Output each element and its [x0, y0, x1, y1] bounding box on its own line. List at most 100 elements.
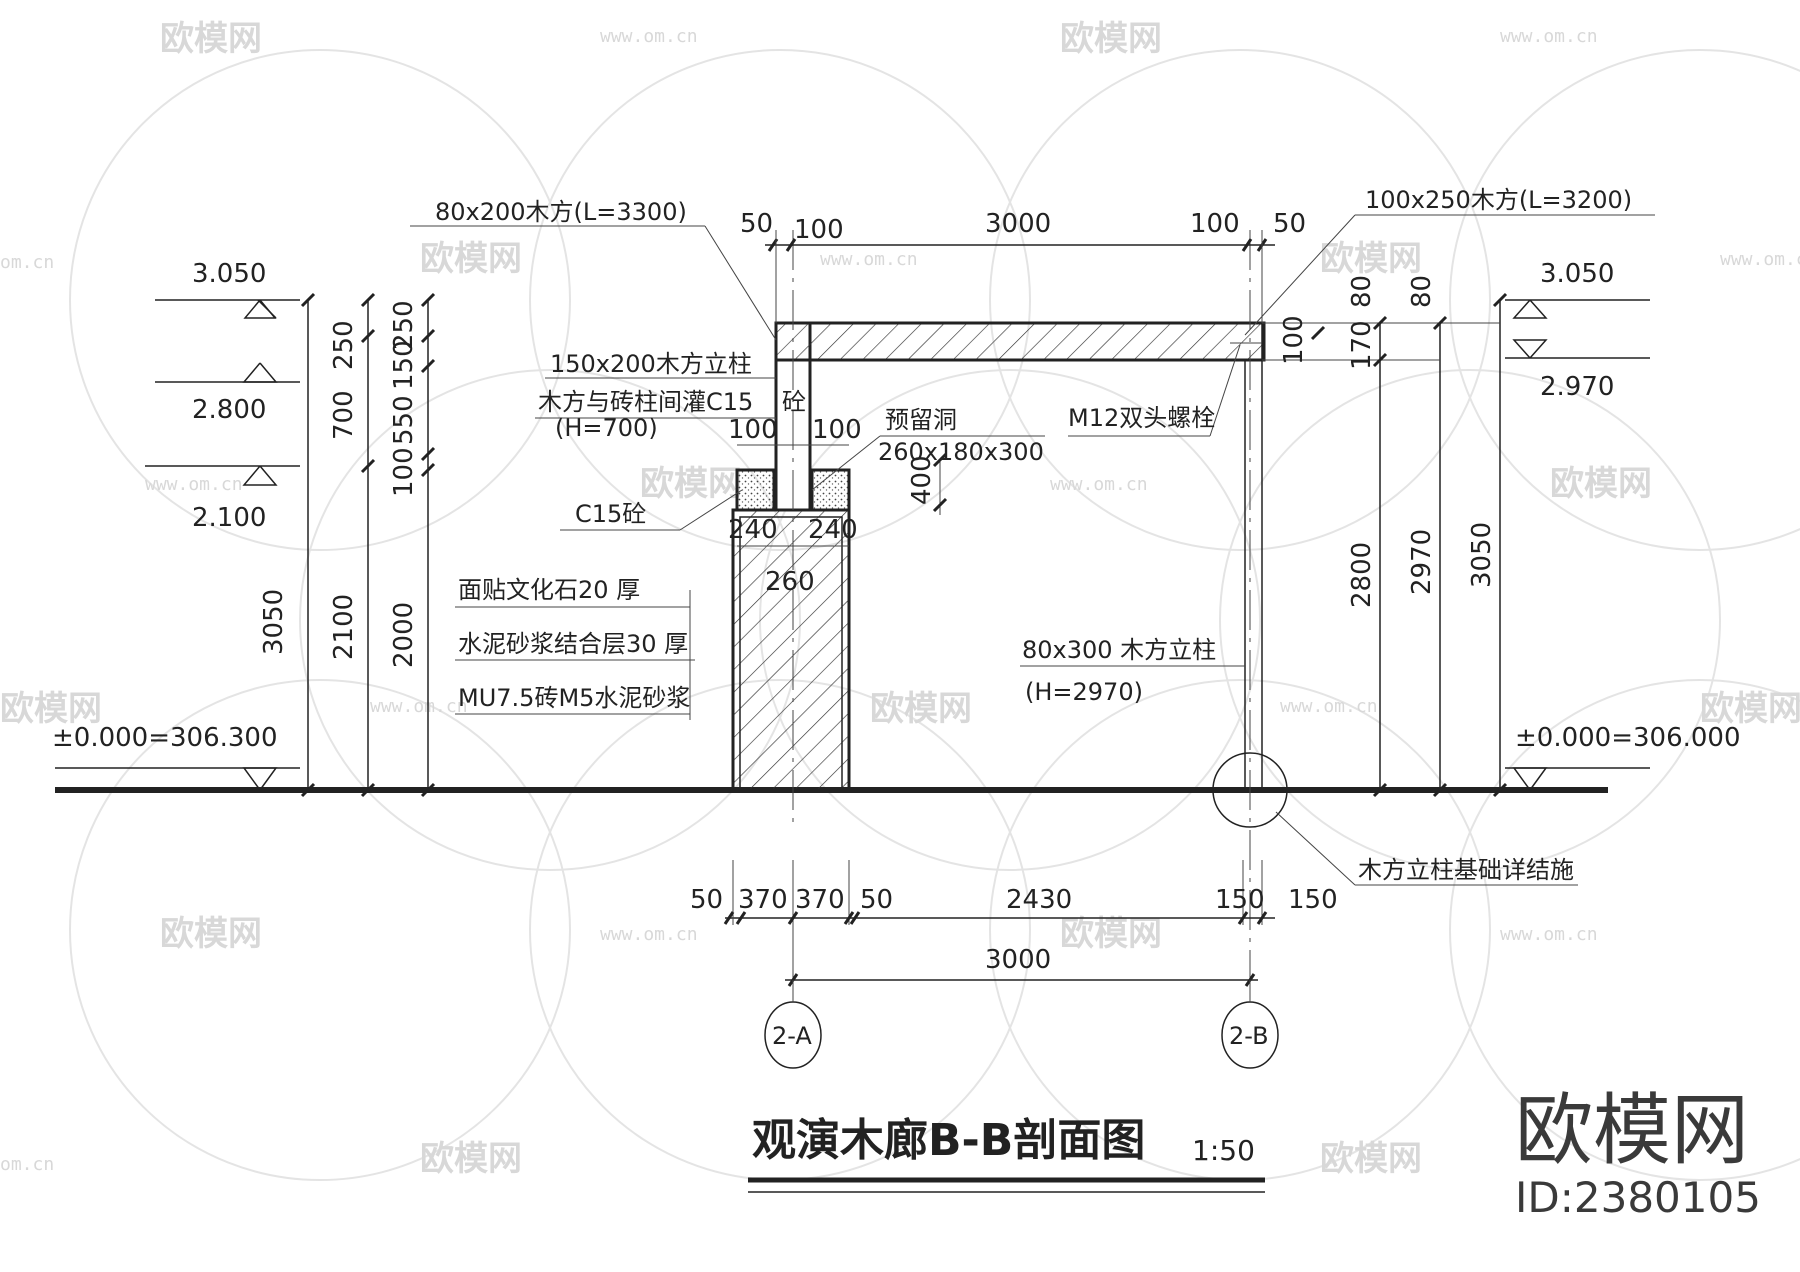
- axis-2a: 2-A: [772, 1022, 812, 1050]
- note-finish-3: MU7.5砖M5水泥砂浆: [458, 684, 690, 712]
- structure: [55, 230, 1608, 1000]
- wood-beam: [774, 321, 1266, 362]
- note-beam-left: 80x200木方(L=3300): [435, 198, 687, 226]
- drawing-scale: 1:50: [1192, 1134, 1255, 1167]
- watermark-url: www.om.cn: [370, 696, 468, 717]
- level-right-mid: 2.970: [1540, 372, 1614, 402]
- watermark-brand: 欧模网: [640, 464, 742, 504]
- watermark-url: www.om.cn: [1500, 924, 1598, 945]
- dim-inner-100b: 100: [812, 415, 862, 445]
- level-left-mid: 2.800: [192, 395, 266, 425]
- level-left-base: ±0.000=306.300: [52, 723, 278, 753]
- dim-left-3050: 3050: [259, 589, 289, 655]
- watermark-brand: 欧模网: [870, 689, 972, 729]
- dim-top-2: 3000: [985, 209, 1051, 239]
- dim-left-2100: 2100: [329, 594, 359, 660]
- brand-id: ID:2380105: [1515, 1173, 1761, 1222]
- c15-block-right: [810, 468, 851, 512]
- dim-top-1: 100: [794, 215, 844, 245]
- dim-left-250b: 250: [389, 300, 419, 350]
- dim-bottom-4: 2430: [1006, 885, 1072, 915]
- dim-left-550: 550: [389, 395, 419, 445]
- note-beam-right: 100x250木方(L=3200): [1365, 186, 1632, 214]
- dim-left-100: 100: [389, 447, 419, 497]
- watermark-url: www.om.cn: [820, 249, 918, 270]
- dim-right-2800: 2800: [1347, 542, 1377, 608]
- foundation-detail-circle: [1212, 752, 1288, 828]
- level-right-base: ±0.000=306.000: [1515, 723, 1741, 753]
- brand-name: 欧模网: [1515, 1086, 1749, 1176]
- dim-left-700: 700: [329, 390, 359, 440]
- watermark-brand: 欧模网: [0, 689, 102, 729]
- watermark-brand: 欧模网: [1060, 914, 1162, 954]
- note-reserved-size: 260x180x300: [878, 438, 1044, 466]
- dim-left-150: 150: [389, 340, 419, 390]
- right-levels: 3.050 2.970 ±0.000=306.000: [1505, 259, 1741, 791]
- dim-right-170: 170: [1347, 320, 1377, 370]
- dim-top-3: 100: [1190, 209, 1240, 239]
- note-finish-1: 面贴文化石20 厚: [458, 576, 640, 604]
- note-foundation: 木方立柱基础详结施: [1358, 856, 1574, 884]
- dim-top-0: 50: [740, 209, 773, 239]
- dim-right-2970: 2970: [1407, 529, 1437, 595]
- note-wood-post-1: 80x300 木方立柱: [1022, 636, 1216, 664]
- annotations: 80x200木方(L=3300) 100x250木方(L=3200) 150x2…: [410, 186, 1655, 886]
- watermark-url: www.om.cn: [600, 924, 698, 945]
- watermark-url: www.om.cn: [1720, 249, 1800, 270]
- dim-bottom-3: 50: [860, 885, 893, 915]
- watermark-url: www.om.cn: [1280, 696, 1378, 717]
- note-c15: C15砼: [575, 500, 646, 528]
- watermark-brand: 欧模网: [420, 239, 522, 279]
- watermark-brand: 欧模网: [160, 914, 262, 954]
- watermark-url: www.om.cn: [1500, 26, 1598, 47]
- level-right-top: 3.050: [1540, 259, 1614, 289]
- level-left-top: 3.050: [192, 259, 266, 289]
- bottom-dimensions: 50 370 370 50 2430 150 150 3000: [690, 860, 1338, 990]
- note-post-1: 150x200木方立柱: [550, 350, 752, 378]
- right-vertical-dimensions: 100 80 170 80 2800 2970 3050: [1262, 275, 1508, 798]
- dim-left-2000: 2000: [389, 602, 419, 668]
- dim-inner-240a: 240: [728, 515, 778, 545]
- watermark-url: om.cn: [0, 252, 54, 273]
- watermark-brand: 欧模网: [1060, 19, 1162, 59]
- brand-corner: 欧模网 ID:2380105: [1515, 1086, 1761, 1222]
- note-wood-post-2: (H=2970): [1025, 678, 1143, 706]
- watermark-url: www.om.cn: [600, 26, 698, 47]
- watermark-brand: 欧模网: [1550, 464, 1652, 504]
- dim-bottom-0: 50: [690, 885, 723, 915]
- dim-inner-100a: 100: [728, 415, 778, 445]
- c15-block-left: [735, 468, 776, 512]
- watermark-brand: 欧模网: [1320, 239, 1422, 279]
- note-reserved-hole: 预留洞: [885, 406, 957, 434]
- note-post-2: 木方与砖柱间灌C15: [538, 388, 753, 416]
- dim-bottom-5: 150: [1215, 885, 1265, 915]
- brick-column: [731, 508, 851, 792]
- dim-inner-400: 400: [907, 455, 937, 505]
- note-finish-2: 水泥砂浆结合层30 厚: [458, 630, 688, 658]
- watermark-brand: 欧模网: [420, 1139, 522, 1179]
- dim-bottom-2: 370: [795, 885, 845, 915]
- dim-top-4: 50: [1273, 209, 1306, 239]
- dim-bottom-total: 3000: [985, 945, 1051, 975]
- level-left-low: 2.100: [192, 503, 266, 533]
- watermark-url: www.om.cn: [1050, 474, 1148, 495]
- watermark-brand: 欧模网: [1700, 689, 1800, 729]
- left-levels: 3.050 2.800 2.100 ±0.000=306.300: [52, 259, 300, 791]
- dim-right-3050: 3050: [1467, 522, 1497, 588]
- dim-bottom-6: 150: [1288, 885, 1338, 915]
- inner-dimensions: 100 100 240 240 260 400: [728, 415, 948, 597]
- dim-right-80a: 80: [1347, 275, 1377, 308]
- left-vertical-dimensions: 3050 250 700 2100 250 150 550 100 2000: [259, 292, 436, 798]
- dim-inner-240b: 240: [808, 515, 858, 545]
- watermark-url: www.om.cn: [145, 474, 243, 495]
- axis-bubbles: 2-A 2-B: [764, 980, 1279, 1069]
- dim-left-250a: 250: [329, 320, 359, 370]
- dim-right-100: 100: [1279, 315, 1309, 365]
- drawing-title: 观演木廊B-B剖面图: [752, 1115, 1145, 1166]
- dim-bottom-1: 370: [738, 885, 788, 915]
- axis-2b: 2-B: [1229, 1022, 1269, 1050]
- watermark-layer: 欧模网 www.om.cn 欧模网 www.om.cn om.cn 欧模网 ww…: [0, 19, 1800, 1181]
- watermark-url: om.cn: [0, 1154, 54, 1175]
- watermark-brand: 欧模网: [160, 19, 262, 59]
